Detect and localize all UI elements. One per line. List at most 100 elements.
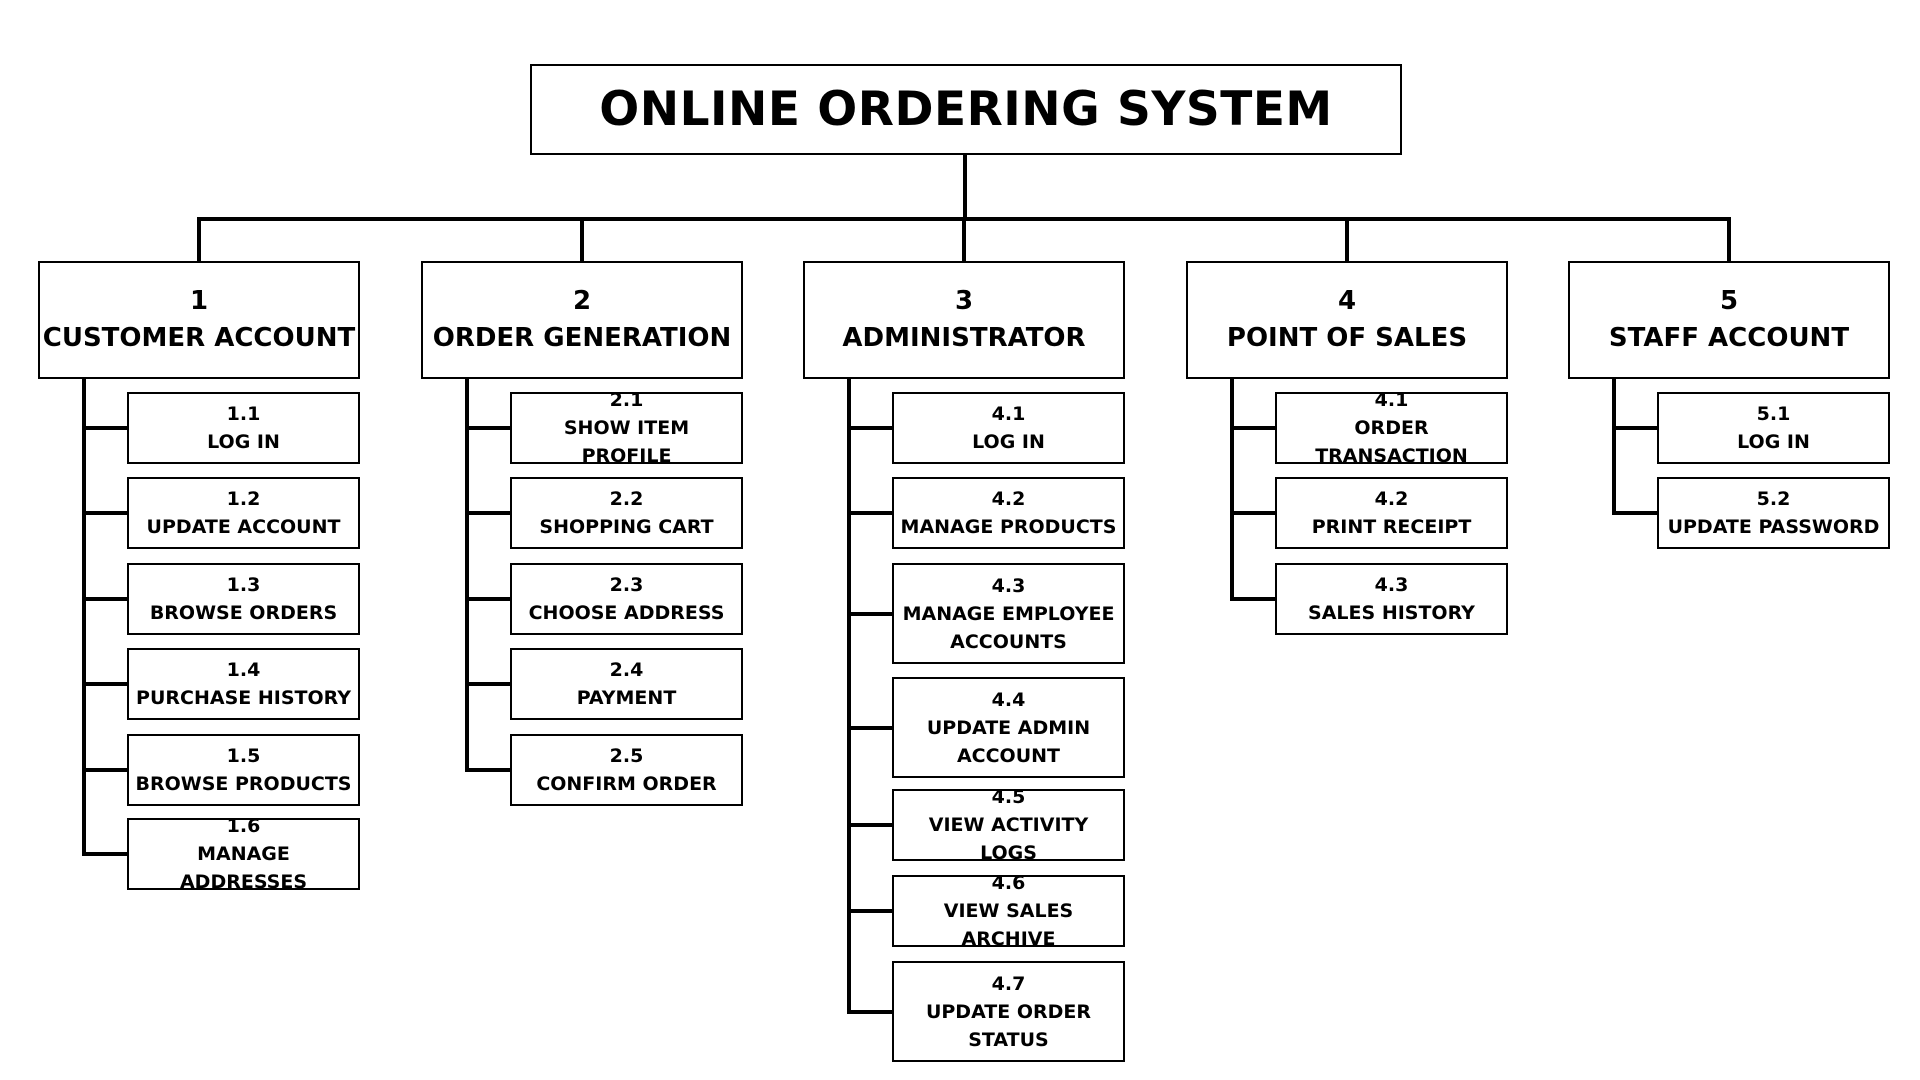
branch-connector	[847, 1009, 892, 1014]
category-label: POINT OF SALES	[1226, 323, 1468, 353]
subfunction-number: 5.1	[1756, 403, 1791, 425]
category-number: 3	[954, 286, 974, 316]
category-spine-connector	[82, 379, 86, 856]
category-label: ORDER GENERATION	[432, 323, 732, 353]
subfunction-number: 4.5	[991, 786, 1026, 808]
subfunction-label: CONFIRM ORDER	[536, 773, 717, 795]
branch-connector	[847, 823, 892, 827]
subfunction-label: SHOW ITEM PROFILE	[563, 417, 690, 467]
category-number: 5	[1719, 286, 1739, 316]
subfunction-number: 1.4	[226, 659, 261, 681]
subfunction-label: UPDATE ADMIN ACCOUNT	[926, 716, 1091, 767]
branch-connector	[465, 768, 510, 772]
root-node: ONLINE ORDERING SYSTEM	[530, 64, 1402, 155]
subfunction-label: VIEW SALES ARCHIVE	[943, 900, 1074, 950]
subfunction-label: BROWSE PRODUCTS	[135, 773, 352, 795]
category-drop-connector	[197, 217, 201, 261]
branch-connector	[847, 909, 892, 913]
branch-connector	[1230, 597, 1275, 601]
subfunction-number: 4.7	[991, 972, 1026, 995]
branch-connector	[82, 597, 127, 601]
branch-connector	[847, 611, 892, 616]
branch-connector	[465, 511, 510, 515]
subfunction-number: 2.5	[609, 745, 644, 767]
branch-connector	[847, 426, 892, 430]
subfunction-label: PRINT RECEIPT	[1311, 516, 1472, 538]
subfunction-number: 4.1	[991, 403, 1026, 425]
subfunction-number: 1.2	[226, 488, 261, 510]
subfunction-number: 4.2	[991, 488, 1026, 510]
subfunction-number: 1.3	[226, 574, 261, 596]
subfunction-number: 1.6	[226, 815, 261, 837]
subfunction-number: 2.1	[609, 389, 644, 411]
subfunction-number: 4.4	[991, 688, 1026, 711]
subfunction-label: CHOOSE ADDRESS	[528, 602, 725, 624]
subfunction-number: 2.2	[609, 488, 644, 510]
subfunction-label: BROWSE ORDERS	[149, 602, 338, 624]
subfunction-number: 2.4	[609, 659, 644, 681]
branch-connector	[82, 852, 127, 856]
branch-connector	[847, 511, 892, 515]
subfunction-label: SHOPPING CART	[539, 516, 714, 538]
diagram-title: ONLINE ORDERING SYSTEM	[599, 82, 1333, 137]
category-label: STAFF ACCOUNT	[1608, 323, 1850, 353]
branch-connector	[465, 682, 510, 686]
subfunction-label: UPDATE PASSWORD	[1667, 516, 1880, 538]
subfunction-label: UPDATE ACCOUNT	[146, 516, 341, 538]
subfunction-label: PAYMENT	[576, 687, 677, 709]
branch-connector	[82, 511, 127, 515]
branch-connector	[1612, 511, 1657, 515]
branch-connector	[1230, 511, 1275, 515]
category-drop-connector	[580, 217, 584, 261]
subfunction-number: 4.2	[1374, 488, 1409, 510]
category-spine-connector	[1612, 379, 1616, 515]
subfunction-label: UPDATE ORDER STATUS	[925, 1000, 1092, 1051]
branch-connector	[465, 426, 510, 430]
category-drop-connector	[1727, 217, 1731, 261]
subfunction-number: 1.5	[226, 745, 261, 767]
branch-connector	[1612, 426, 1657, 430]
category-drop-connector	[1345, 217, 1349, 261]
category-spine-connector	[1230, 379, 1234, 601]
category-label: CUSTOMER ACCOUNT	[42, 323, 356, 353]
category-number: 1	[189, 286, 209, 316]
subfunction-label: LOG IN	[1737, 431, 1810, 453]
category-spine-connector	[847, 379, 851, 1014]
branch-connector	[82, 768, 127, 772]
subfunction-label: ORDER TRANSACTION	[1315, 417, 1468, 467]
subfunction-label: MANAGE PRODUCTS	[900, 516, 1117, 538]
subfunction-label: MANAGE EMPLOYEE ACCOUNTS	[902, 602, 1115, 653]
subfunction-label: LOG IN	[972, 431, 1045, 453]
branch-connector	[82, 682, 127, 686]
category-drop-connector	[962, 217, 966, 261]
subfunction-number: 5.2	[1756, 488, 1791, 510]
branch-connector	[847, 725, 892, 730]
subfunction-number: 4.3	[991, 574, 1026, 597]
subfunction-number: 1.1	[226, 403, 261, 425]
branch-connector	[82, 426, 127, 430]
branch-connector	[1230, 426, 1275, 430]
